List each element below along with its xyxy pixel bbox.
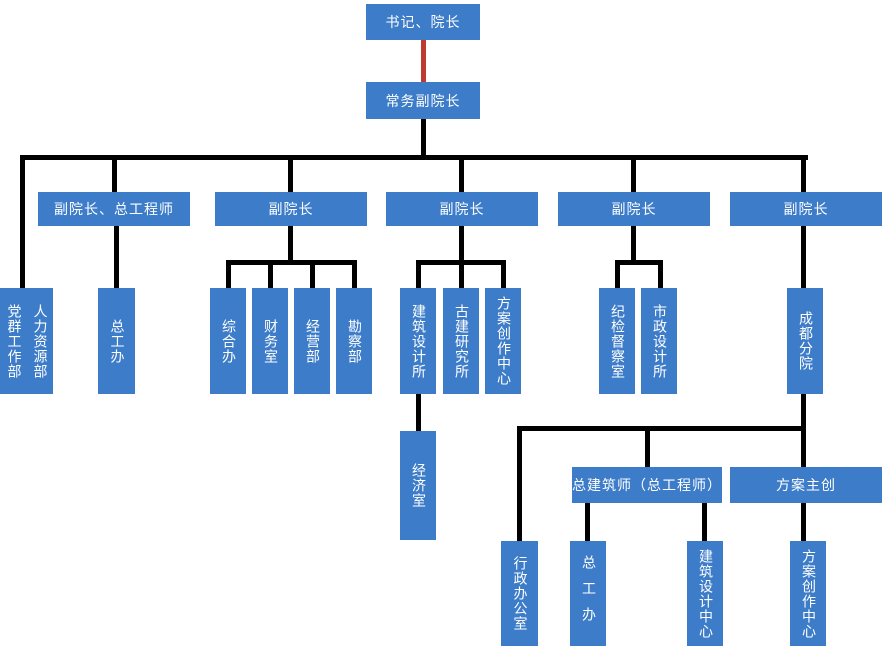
connector-line: [801, 394, 806, 431]
connector-line: [421, 119, 426, 159]
connector-line: [517, 426, 522, 541]
connector-line: [615, 260, 620, 288]
org-node-discipline-inspection-office: 纪检督察室: [599, 288, 635, 394]
org-node-party-mass-and-hr: 党群工作部 人力资源部: [0, 288, 53, 394]
connector-line: [459, 226, 464, 264]
org-node-scheme-creation-center: 方案创作中心: [485, 288, 521, 394]
connector-line: [517, 426, 806, 431]
connector-line: [459, 160, 464, 192]
connector-line-red: [421, 40, 426, 82]
connector-line: [585, 503, 590, 541]
connector-line: [801, 226, 806, 288]
org-node-architecture-design-center: 建筑设计中心: [687, 541, 723, 646]
org-node-vp1: 副院长: [215, 192, 367, 226]
org-node-chengdu-branch: 成都分院: [787, 288, 823, 394]
connector-line: [416, 260, 421, 288]
org-node-ancient-architecture-institute: 古建研究所: [443, 288, 479, 394]
connector-line: [288, 160, 293, 192]
org-node-hr-dept: 人力资源部: [31, 303, 48, 379]
connector-line: [416, 394, 421, 431]
org-node-exec-vice-president: 常务副院长: [366, 82, 480, 119]
connector-line: [615, 260, 663, 265]
connector-line: [658, 260, 663, 288]
connector-line: [631, 160, 636, 192]
org-node-finance-office: 财务室: [252, 288, 288, 394]
org-node-general-affairs-office: 综合办: [210, 288, 246, 394]
org-node-municipal-design-institute: 市政设计所: [641, 288, 677, 394]
org-node-branch-scheme-creation-center: 方案创作中心: [790, 541, 826, 646]
connector-line: [112, 160, 117, 192]
org-node-business-dept: 经营部: [294, 288, 330, 394]
org-node-scheme-lead: 方案主创: [730, 467, 882, 503]
connector-line: [20, 155, 25, 288]
connector-line: [226, 260, 357, 265]
org-node-chief-architect: 总建筑师（总工程师）: [572, 467, 722, 503]
connector-line: [801, 160, 806, 192]
org-node-party-mass-dept: 党群工作部: [5, 303, 22, 379]
connector-line: [501, 260, 506, 288]
connector-line: [268, 260, 273, 288]
connector-line: [702, 503, 707, 541]
connector-line: [114, 226, 119, 288]
connector-line: [645, 431, 650, 467]
org-node-branch-chief-engineer-office: 总工办: [570, 541, 606, 646]
connector-line: [352, 260, 357, 288]
org-node-vp2: 副院长: [386, 192, 538, 226]
org-node-president: 书记、院长: [366, 4, 480, 40]
connector-line: [459, 260, 464, 288]
connector-line: [801, 503, 806, 541]
org-node-architecture-design-institute: 建筑设计所: [400, 288, 436, 394]
org-node-vp4: 副院长: [730, 192, 882, 226]
connector-line: [310, 260, 315, 288]
org-node-admin-office: 行政办公室: [501, 541, 538, 646]
connector-line: [801, 431, 806, 467]
connector-line: [20, 155, 808, 160]
org-node-chief-engineer-office: 总工办: [98, 288, 135, 394]
org-node-economy-office: 经济室: [400, 431, 436, 540]
connector-line: [631, 226, 636, 264]
connector-line: [226, 260, 231, 288]
connector-line: [288, 226, 293, 264]
org-node-vp3: 副院长: [558, 192, 710, 226]
org-node-vp-chief-engineer: 副院长、总工程师: [38, 192, 190, 226]
org-node-survey-dept: 勘察部: [336, 288, 372, 394]
